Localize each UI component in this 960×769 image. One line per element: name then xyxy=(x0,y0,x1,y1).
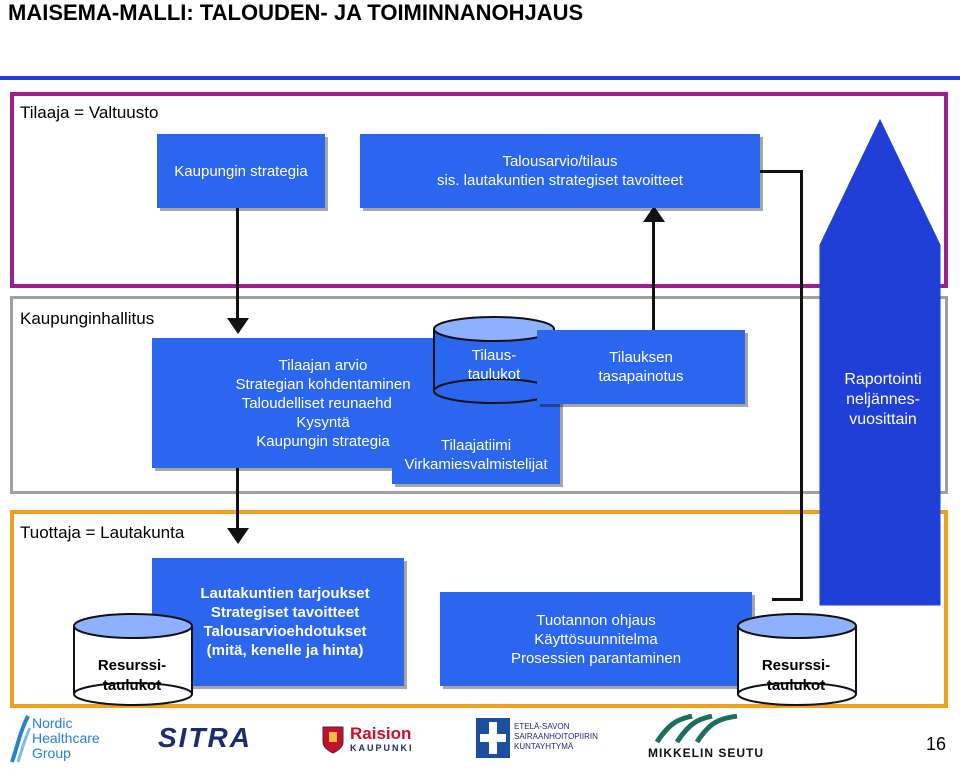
raision-subtitle: KAUPUNKI xyxy=(350,743,414,753)
tilaajan-arvio-line-1: Tilaajan arvio xyxy=(278,356,368,374)
zone-label-tuottaja: Tuottaja = Lautakunta xyxy=(20,523,185,542)
raportointi-line-3: vuosittain xyxy=(849,411,917,428)
raision-crest-icon xyxy=(322,726,344,754)
talousarvio-line-2: sis. lautakuntien strategiset tavoitteet xyxy=(437,172,683,189)
tilaajan-arvio-line-5: Kaupungin strategia xyxy=(256,432,390,450)
tilaustaulukot-line-2: taulukot xyxy=(467,366,521,383)
zone-tilaaja xyxy=(10,92,948,288)
nordic-swoosh-icon xyxy=(10,715,32,763)
nordic-healthcare-logo: Nordic Healthcare Group xyxy=(8,714,108,766)
box-tilauksen-tasapainotus: Tilauksen tasapainotus xyxy=(537,330,745,404)
box-tuotannon-ohjaus: Tuotannon ohjaus Käyttösuunnitelma Prose… xyxy=(440,592,752,686)
raision-logo: Raision KAUPUNKI xyxy=(322,724,432,756)
arrow-head-strategia xyxy=(227,318,249,334)
tilaajan-arvio-line-3: Taloudelliset reunaehdot xyxy=(241,394,405,412)
tasapainotus-line-1: Tilauksen xyxy=(609,349,673,366)
nordic-line-3: Group xyxy=(32,745,71,761)
arrow-head-tasapainotus xyxy=(643,206,665,222)
resurssi-right-line-2: taulukot xyxy=(766,677,826,694)
arrow-head-arvio xyxy=(227,528,249,544)
tuotannon-ohjaus-line-3: Prosessien parantaminen xyxy=(510,649,682,667)
resurssitaulukot-left-label: Resurssi- taulukot xyxy=(72,656,192,696)
tilaajan-arvio-line-2: Strategian kohdentaminen xyxy=(235,375,411,393)
connector-strategia-down xyxy=(236,208,239,328)
tilaajan-arvio-line-4: Kysyntä xyxy=(296,413,350,431)
box-tilaajan-arvio: Tilaajan arvio Strategian kohdentaminen … xyxy=(152,338,444,468)
resurssitaulukot-right-label: Resurssi- taulukot xyxy=(736,656,856,696)
resurssi-left-line-1: Resurssi- xyxy=(97,657,167,674)
zone-kaupunginhallitus xyxy=(10,296,948,494)
raportointi-line-2: neljännes- xyxy=(846,391,920,408)
mikkelin-text: MIKKELIN SEUTU xyxy=(648,746,764,760)
tarjoukset-line-1: Lautakuntien tarjoukset xyxy=(200,585,370,602)
connector-tasapainotus-up xyxy=(652,210,655,330)
etela-line-2: SAIRAANHOITOPIIRIN xyxy=(514,732,598,741)
talousarvio-line-1: Talousarvio/tilaus xyxy=(502,153,618,170)
etela-line-3: KUNTAYHTYMÄ xyxy=(514,742,574,751)
kaupungin-strategia-text: Kaupungin strategia xyxy=(174,162,308,180)
tuotannon-ohjaus-line-2: Käyttösuunnitelma xyxy=(534,630,658,648)
mikkelin-waves-icon xyxy=(654,714,738,744)
mikkelin-seutu-logo: MIKKELIN SEUTU xyxy=(648,714,763,764)
connector-arvio-down xyxy=(236,468,239,538)
tasapainotus-line-2: tasapainotus xyxy=(598,368,684,385)
raportointi-label: Raportointi neljännes- vuosittain xyxy=(818,370,948,430)
tilaajatiimi-line-1: Tilaajatiimi xyxy=(440,437,512,454)
connector-right-bottom xyxy=(772,598,803,601)
etela-savon-logo: ETELÄ-SAVON SAIRAANHOITOPIIRIN KUNTAYHTY… xyxy=(476,716,616,762)
resurssi-right-line-1: Resurssi- xyxy=(761,657,831,674)
page-number: 16 xyxy=(925,734,946,754)
resurssitaulukot-right-cylinder xyxy=(737,613,857,706)
etela-savon-cross-icon xyxy=(476,718,510,758)
connector-right-down xyxy=(800,170,803,600)
tilaustaulukot-label: Tilaus- taulukot xyxy=(432,346,556,384)
box-tilaajatiimi: Tilaajatiimi Virkamiesvalmistelijat xyxy=(392,398,560,484)
raision-title: Raision xyxy=(350,724,412,743)
connector-talousarvio-right xyxy=(760,170,802,173)
tilaajatiimi-line-2: Virkamiesvalmistelijat xyxy=(404,456,548,473)
title-divider xyxy=(0,76,960,80)
zone-label-tilaaja: Tilaaja = Valtuusto xyxy=(20,103,159,122)
nordic-line-1: Nordic xyxy=(32,715,73,731)
raportointi-line-1: Raportointi xyxy=(844,371,922,388)
tarjoukset-line-3: Talousarvioehdotukset xyxy=(203,623,367,640)
tilaustaulukot-line-1: Tilaus- xyxy=(471,347,517,364)
resurssitaulukot-left-cylinder xyxy=(73,613,193,706)
zone-tuottaja xyxy=(10,510,948,708)
sitra-logo: SITRA xyxy=(158,722,252,753)
box-lautakuntien-tarjoukset: Lautakuntien tarjoukset Strategiset tavo… xyxy=(152,558,404,686)
tarjoukset-line-4: (mitä, kenelle ja hinta) xyxy=(206,642,364,659)
box-kaupungin-strategia: Kaupungin strategia xyxy=(157,134,325,208)
raportointi-arrow xyxy=(819,118,941,606)
nordic-line-2: Healthcare xyxy=(32,730,100,746)
zone-label-kaupunginhallitus: Kaupunginhallitus xyxy=(20,309,155,328)
tuotannon-ohjaus-line-1: Tuotannon ohjaus xyxy=(536,611,656,629)
etela-line-1: ETELÄ-SAVON xyxy=(514,722,570,731)
box-talousarvio: Talousarvio/tilaus sis. lautakuntien str… xyxy=(360,134,760,208)
tarjoukset-line-2: Strategiset tavoitteet xyxy=(210,604,360,621)
page-title: MAISEMA-MALLI: TALOUDEN- JA TOIMINNANOHJ… xyxy=(8,0,584,25)
resurssi-left-line-2: taulukot xyxy=(102,677,162,694)
